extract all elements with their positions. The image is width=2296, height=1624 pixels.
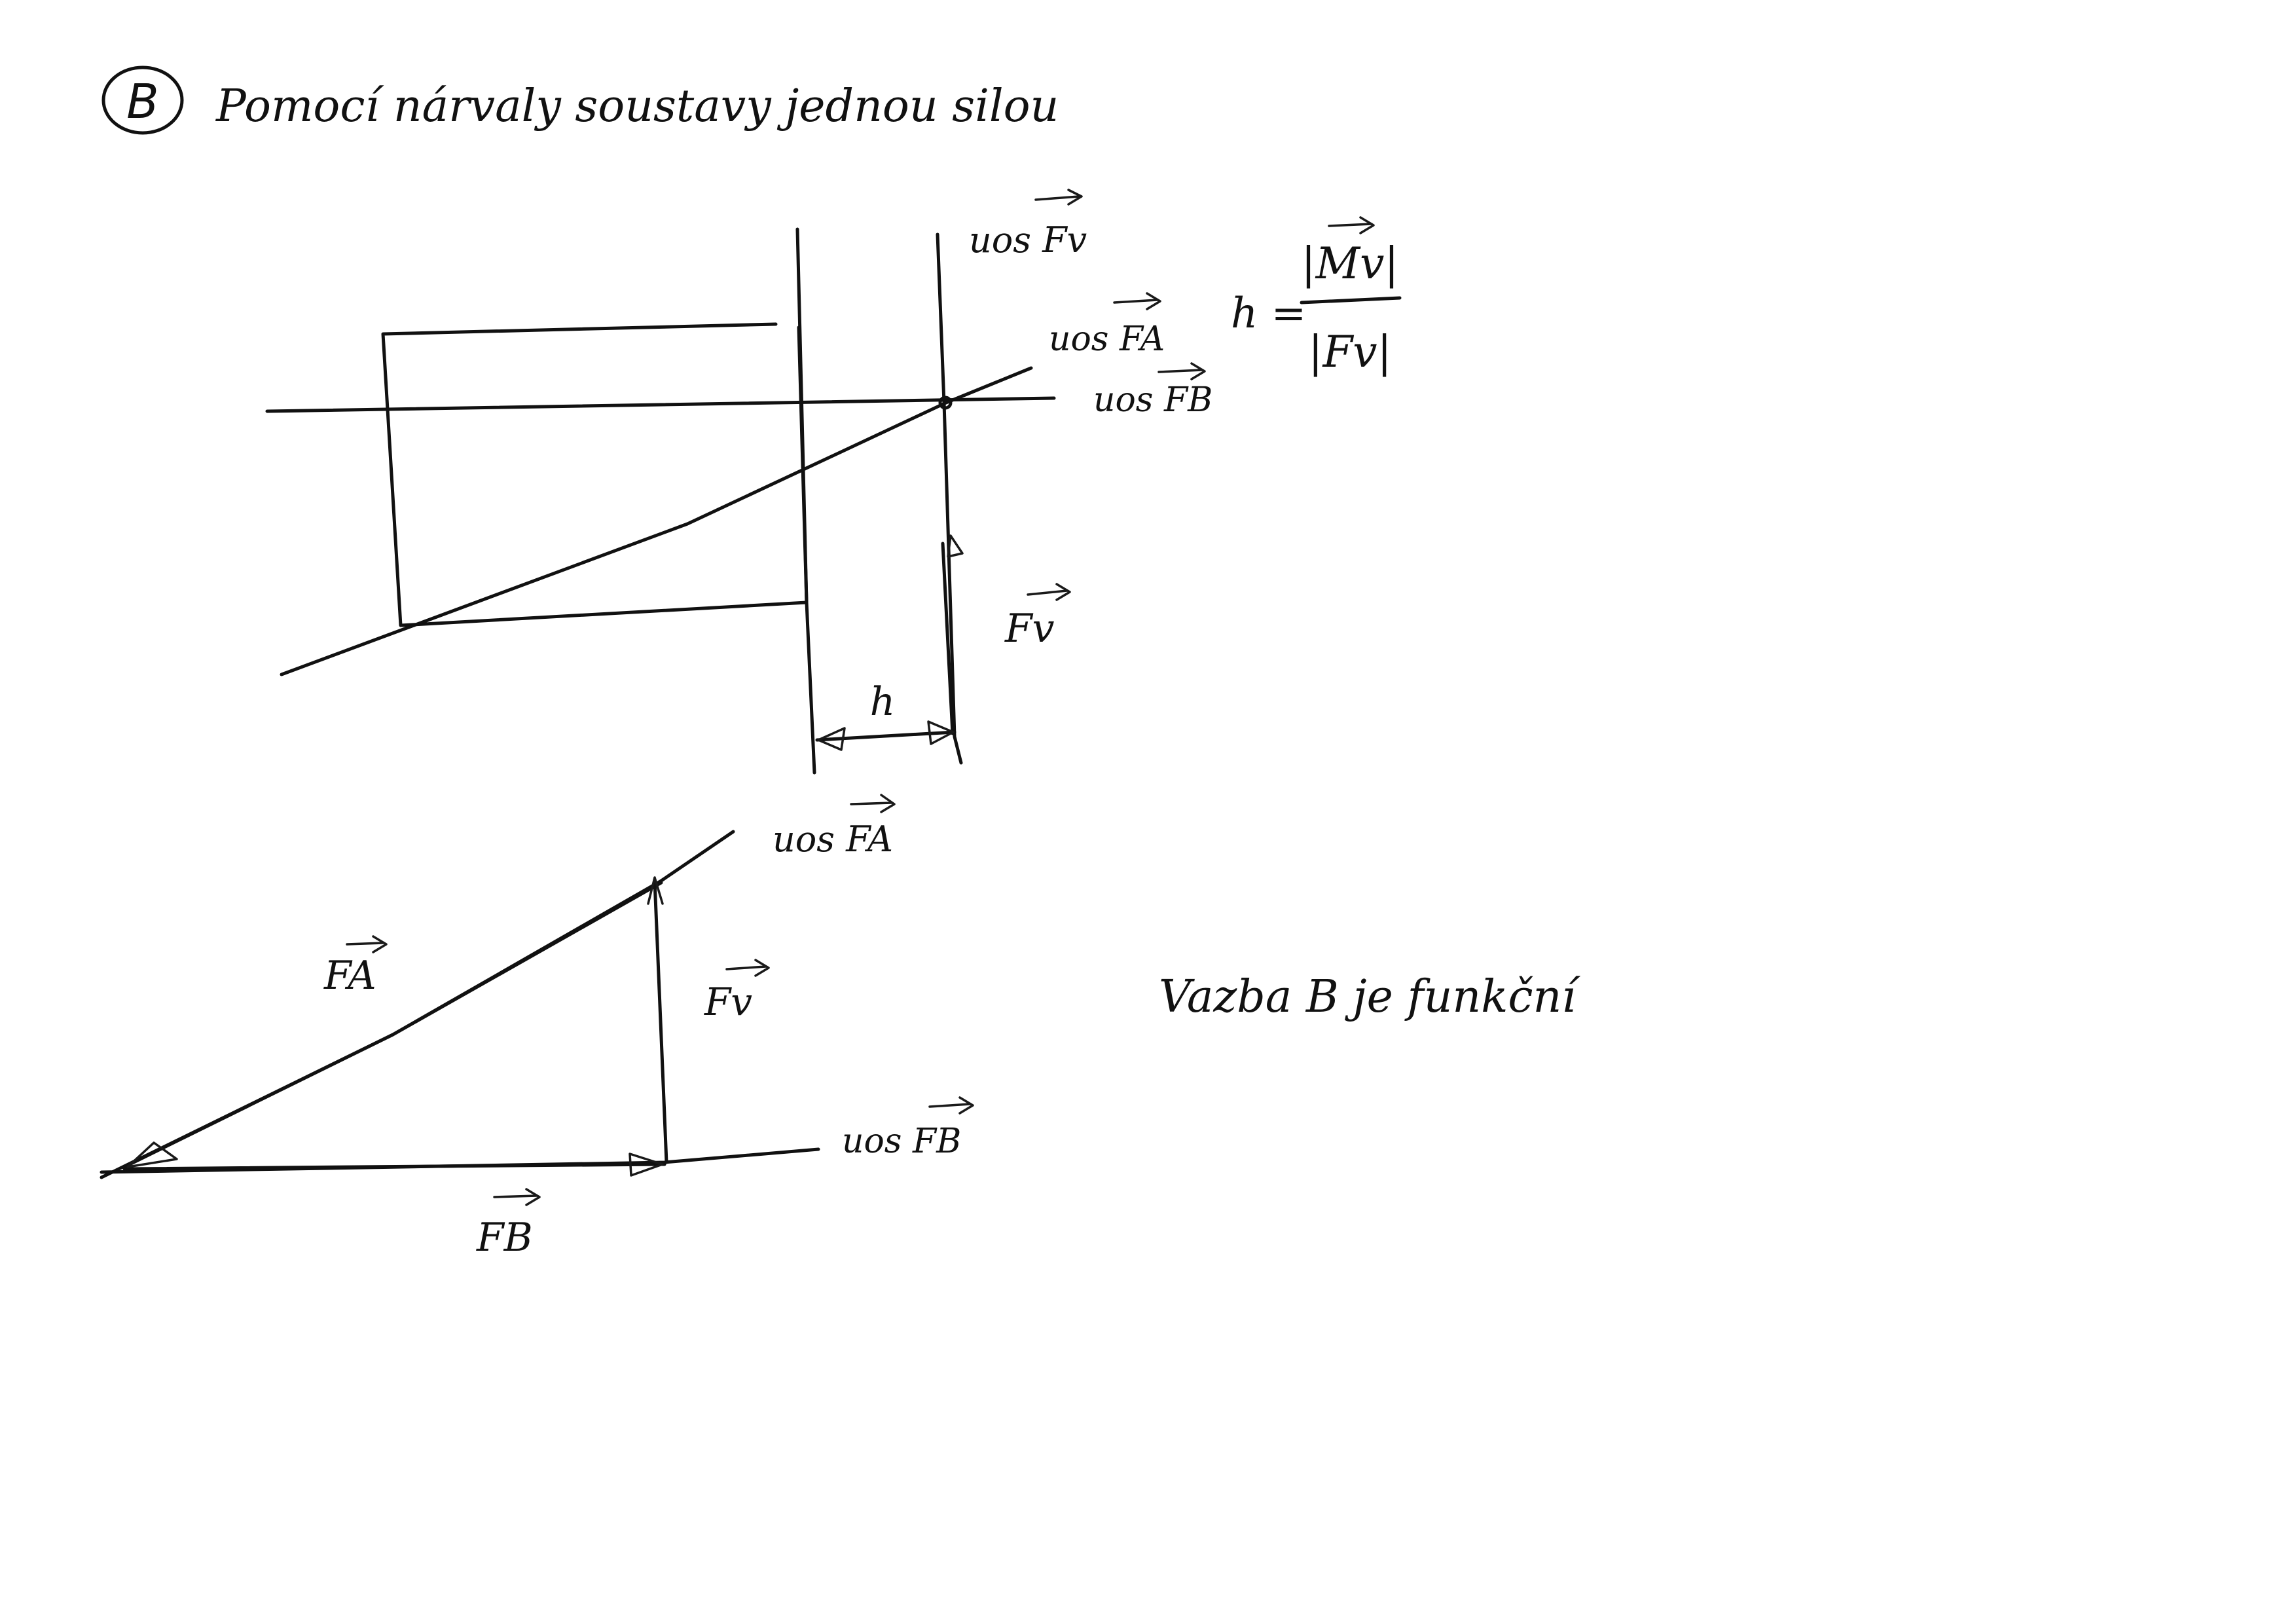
- label-force-fv-lower: Fv: [704, 980, 752, 1024]
- label-line-fv-arrow: [1034, 189, 1083, 206]
- note: Vazba B je funkční: [1159, 971, 1580, 1023]
- label-force-fv-lower-arrow: [725, 959, 770, 977]
- label-line-fa-lower-arrow: [850, 794, 896, 813]
- header-badge-circle: [101, 65, 184, 135]
- label-line-fa-upper-arrow: [1113, 292, 1161, 310]
- label-force-fa-lower: FA: [323, 953, 376, 999]
- intersection-point: [938, 396, 953, 410]
- label-force-fb-lower: FB: [476, 1215, 533, 1261]
- header: B Pomocí nárvaly soustavy jednou silou: [101, 65, 1059, 135]
- line-of-action-fv: [936, 232, 963, 765]
- lower-force-fa-vector: [122, 881, 663, 1169]
- line-of-action-fb: [265, 396, 1056, 413]
- force-fv-vector: [941, 542, 955, 735]
- formula-numerator: |Mv|: [1301, 238, 1398, 289]
- label-force-fb-lower-arrow: [493, 1188, 541, 1206]
- label-force-fa-lower-arrow: [346, 935, 388, 953]
- label-line-fa-lower: uos FA: [773, 819, 893, 860]
- header-badge-letter: B: [126, 74, 158, 129]
- label-line-fb-lower-arrow: [928, 1096, 974, 1115]
- formula-denominator: |Fv|: [1308, 327, 1392, 377]
- lower-force-fv-vector: [653, 879, 668, 1164]
- lower-force-fv-arrowhead: [647, 876, 664, 905]
- label-force-fv-upper-arrow: [1027, 583, 1071, 601]
- support-vertical-line: [795, 227, 816, 775]
- formula-fraction-bar: [1300, 296, 1402, 304]
- lower-force-fb-arrowhead: [629, 1153, 664, 1177]
- lower-force-fb-vector: [122, 1162, 666, 1171]
- support-heavy-segment: [797, 325, 809, 604]
- label-line-fb-upper-arrow: [1157, 362, 1206, 380]
- label-line-fb-lower: uos FB: [842, 1122, 961, 1161]
- lower-force-fa-start-arrowhead: [126, 1141, 178, 1168]
- label-line-fa-upper: uos FA: [1049, 320, 1165, 359]
- header-text: Pomocí nárvaly soustavy jednou silou: [215, 81, 1059, 132]
- body-rectangle: [381, 322, 809, 627]
- label-force-fv-upper: Fv: [1004, 606, 1055, 652]
- note-text: Vazba B je funkční: [1159, 971, 1580, 1023]
- lower-line-of-action-fa: [100, 830, 735, 1179]
- line-of-action-fa: [280, 366, 1033, 676]
- upper-diagram: h uos Fv uos FA uos FB Fv: [265, 189, 1212, 775]
- formula-numerator-arrow: [1328, 216, 1375, 234]
- formula: h = |Mv| |Fv|: [1231, 216, 1402, 377]
- formula-lhs: h =: [1231, 289, 1306, 338]
- distance-h-arrow-left: [817, 727, 846, 751]
- label-line-fv: uos Fv: [969, 219, 1087, 261]
- distance-h-arrow-right: [927, 720, 955, 745]
- lower-diagram: uos FA uos FB FA Fv FB: [100, 794, 974, 1261]
- force-fv-arrowhead: [947, 534, 964, 558]
- label-line-fb-upper: uos FB: [1093, 380, 1212, 420]
- distance-h-dimension: [815, 730, 957, 742]
- distance-h-label: h: [870, 679, 896, 725]
